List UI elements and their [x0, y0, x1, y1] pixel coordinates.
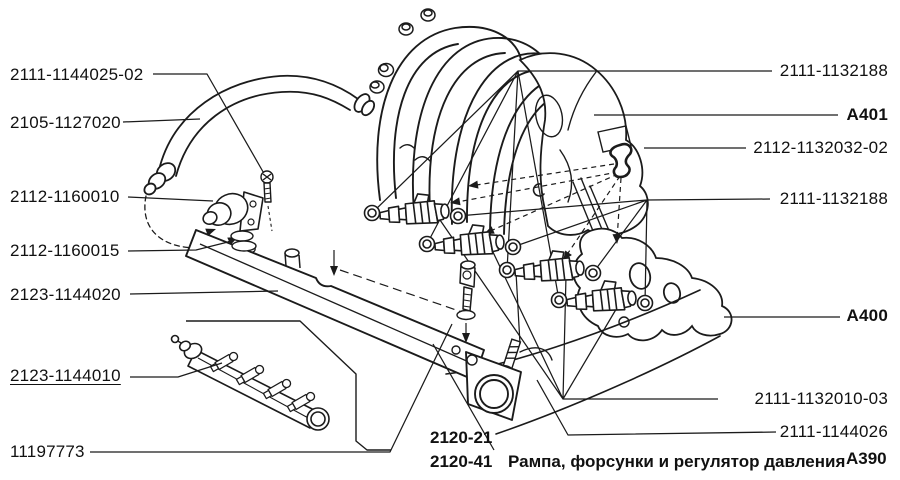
- figure-ref-a390: А390: [846, 449, 887, 468]
- leader-lines: [90, 70, 840, 453]
- part-label-2111-1132010-03: 2111-1132010-03: [754, 389, 888, 408]
- fuel-rail-drawing: [185, 229, 522, 421]
- part-label-2112-1160010: 2112-1160010: [10, 187, 120, 206]
- fuel-hose-drawing: [143, 74, 376, 249]
- intake-manifold-drawing: [369, 8, 649, 249]
- part-label-2112-1132032-02: 2112-1132032-02: [753, 138, 888, 157]
- installation-arrows: [204, 163, 622, 264]
- part-label-2112-1160015: 2112-1160015: [10, 241, 120, 260]
- part-label-2111-1132188-mid: 2111-1132188: [779, 189, 888, 208]
- part-label-2111-1132188-top: 2111-1132188: [779, 61, 888, 80]
- pressure-regulator-drawing: [202, 170, 274, 252]
- figure-ref-a400: A400: [846, 306, 888, 325]
- rail-assembly-inset-drawing: [170, 320, 391, 451]
- caption-code-line1: 2120-21: [430, 428, 493, 447]
- rail-bolt-drawing: [456, 260, 476, 344]
- part-label-2111-1144025-02: 2111-1144025-02: [10, 65, 144, 84]
- figure-ref-a401: A401: [846, 105, 888, 124]
- part-label-2123-1144010: 2123-1144010: [10, 366, 121, 385]
- clamp-drawing: [609, 142, 633, 179]
- part-label-11197773: 11197773: [10, 442, 85, 461]
- part-label-2111-1144026: 2111-1144026: [779, 422, 888, 441]
- caption-title: Рампа, форсунки и регулятор давления: [508, 452, 846, 471]
- caption-code-line2: 2120-41: [430, 452, 493, 471]
- part-label-2123-1144020: 2123-1144020: [10, 285, 121, 304]
- part-label-2105-1127020: 2105-1127020: [10, 113, 121, 132]
